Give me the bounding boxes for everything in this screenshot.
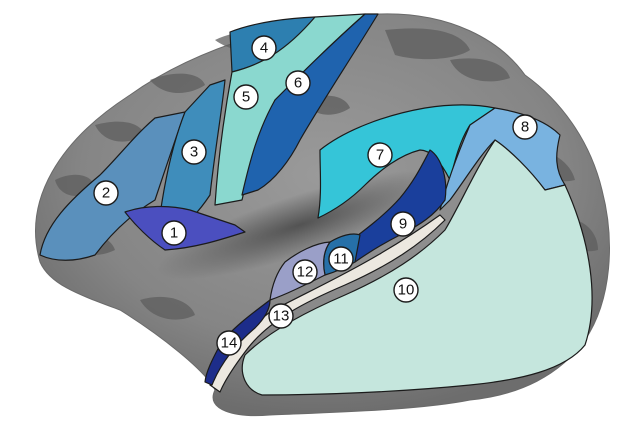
label-text: 8 [521, 119, 529, 136]
label-text: 12 [297, 264, 314, 281]
region-label-14: 14 [217, 331, 241, 355]
region-label-1: 1 [162, 221, 186, 245]
label-text: 7 [376, 147, 384, 164]
region-label-4: 4 [252, 36, 276, 60]
region-label-8: 8 [513, 115, 537, 139]
region-label-3: 3 [182, 140, 206, 164]
label-text: 5 [242, 89, 250, 106]
label-text: 1 [170, 225, 178, 242]
label-text: 3 [190, 144, 198, 161]
label-text: 14 [221, 335, 238, 352]
label-text: 13 [273, 308, 290, 325]
region-label-11: 11 [329, 247, 353, 271]
region-label-13: 13 [269, 304, 293, 328]
region-label-5: 5 [234, 85, 258, 109]
label-text: 9 [399, 216, 407, 233]
label-text: 6 [294, 75, 302, 92]
region-label-12: 12 [293, 260, 317, 284]
region-label-10: 10 [394, 278, 418, 302]
label-text: 2 [102, 185, 110, 202]
label-text: 11 [333, 251, 349, 268]
label-text: 4 [260, 40, 268, 57]
region-label-2: 2 [94, 181, 118, 205]
region-label-7: 7 [368, 143, 392, 167]
label-text: 10 [398, 282, 415, 299]
region-label-6: 6 [286, 71, 310, 95]
region-label-9: 9 [391, 212, 415, 236]
